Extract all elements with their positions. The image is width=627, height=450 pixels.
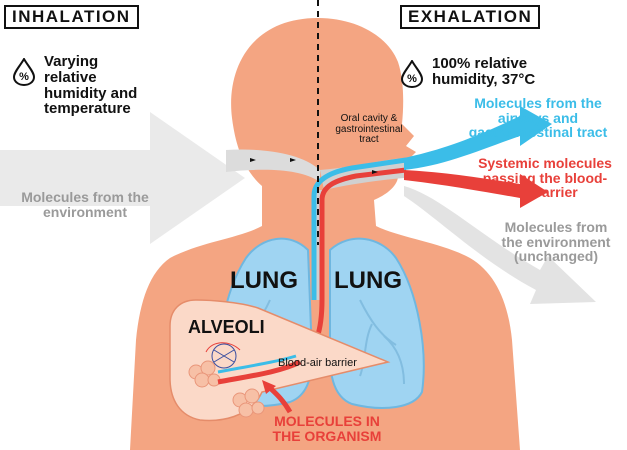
environment-out-line: (unchanged): [490, 249, 622, 264]
inhalation-condition-line: Varying: [44, 54, 137, 70]
inhalation-condition-line: relative: [44, 70, 137, 86]
inhale-humidity-icon: %: [12, 58, 36, 86]
environment-out-line: Molecules from: [490, 220, 622, 235]
airways-molecules-line: gastrointestinal tract: [455, 125, 621, 140]
blood-air-barrier-label: Blood-air barrier: [278, 358, 357, 370]
systemic-molecules-line: Systemic molecules: [470, 156, 620, 171]
oral-cavity-line: Oral cavity &: [316, 114, 422, 125]
inhalation-condition-line: humidity and: [44, 86, 137, 102]
organism-molecules-line: MOLECULES IN: [262, 414, 392, 429]
inhalation-conditions: Varying relative humidity and temperatur…: [44, 54, 137, 117]
systemic-molecules-line: passing the blood-: [470, 171, 620, 186]
exhale-humidity-icon: %: [400, 60, 424, 88]
right-lung-label: LUNG: [334, 268, 402, 293]
environment-in-line: environment: [10, 205, 160, 220]
airways-molecules-line: Molecules from the: [455, 96, 621, 111]
exhalation-title: EXHALATION: [400, 5, 540, 29]
environment-in-line: Molecules from the: [10, 190, 160, 205]
exhalation-conditions: 100% relative humidity, 37°C: [432, 56, 535, 88]
systemic-molecules-line: air barrier: [470, 185, 620, 200]
organism-molecules-line: THE ORGANISM: [262, 429, 392, 444]
svg-text:%: %: [19, 71, 29, 83]
inhalation-condition-line: temperature: [44, 101, 137, 117]
inhaled-environment-arrow: [0, 112, 245, 244]
systemic-molecules-label: Systemic molecules passing the blood- ai…: [470, 156, 620, 200]
oral-cavity-line: tract: [316, 135, 422, 146]
inhalation-title: INHALATION: [4, 5, 139, 29]
airways-molecules-label: Molecules from the airways and gastroint…: [455, 96, 621, 140]
exhalation-condition-line: humidity, 37°C: [432, 72, 535, 88]
svg-text:%: %: [407, 73, 417, 85]
organism-molecules-label: MOLECULES IN THE ORGANISM: [262, 414, 392, 443]
alveoli-label: ALVEOLI: [188, 318, 265, 337]
environment-out-line: the environment: [490, 235, 622, 250]
environment-in-label: Molecules from the environment: [10, 190, 160, 219]
environment-out-label: Molecules from the environment (unchange…: [490, 220, 622, 264]
left-lung-label: LUNG: [230, 268, 298, 293]
exhalation-condition-line: 100% relative: [432, 56, 535, 72]
oral-cavity-label: Oral cavity & gastrointestinal tract: [316, 114, 422, 146]
airways-molecules-line: airways and: [455, 111, 621, 126]
